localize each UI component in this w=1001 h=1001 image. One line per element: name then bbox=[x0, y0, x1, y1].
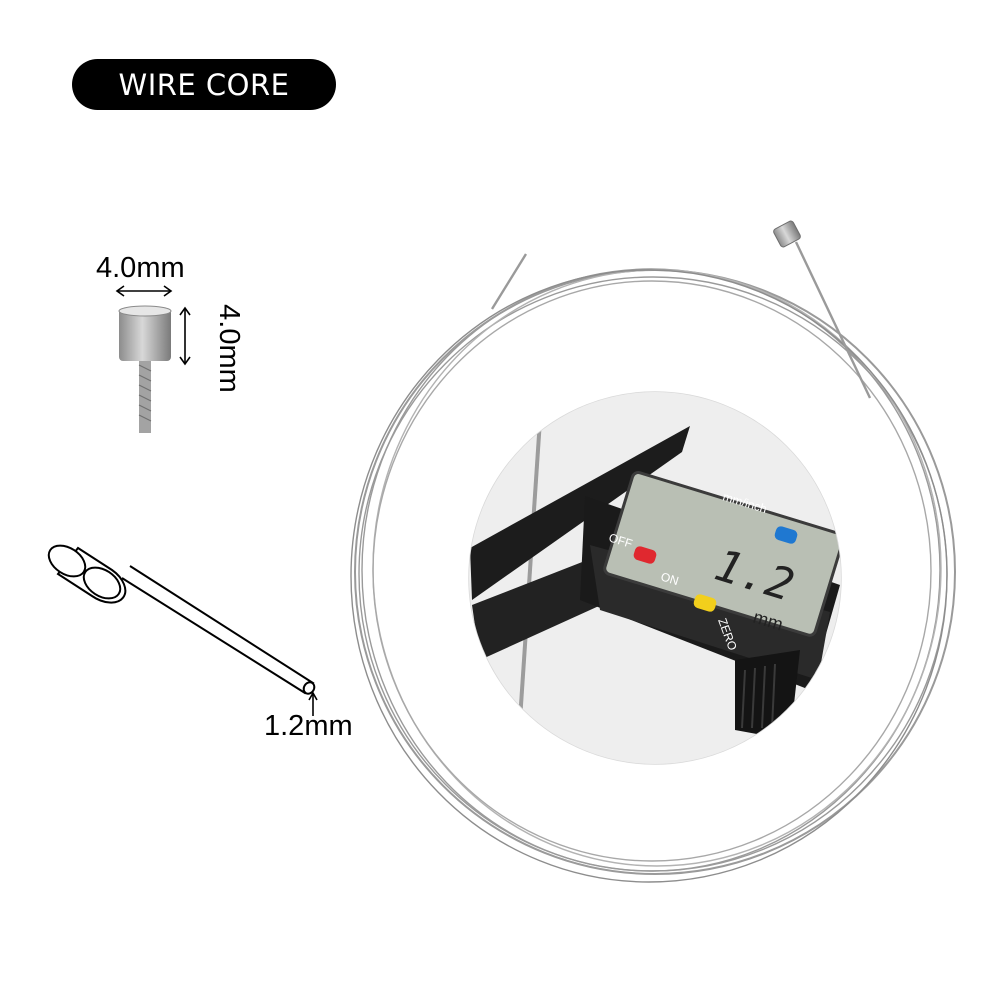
caliper-inset: mm/inch OFF ON ZERO 1.2 mm bbox=[468, 391, 842, 765]
caliper-off-label: OFF bbox=[607, 530, 634, 550]
cable-head-photo bbox=[118, 305, 172, 433]
wire-diameter-label: 1.2mm bbox=[264, 710, 353, 742]
width-arrow bbox=[115, 285, 173, 297]
head-height-label: 4.0mm bbox=[212, 304, 245, 393]
caliper-on-label: ON bbox=[659, 569, 680, 588]
wire-end-head bbox=[773, 220, 801, 248]
diameter-arrow bbox=[308, 691, 318, 716]
wire-ends bbox=[490, 241, 872, 399]
wire-core-badge: WIRE CORE bbox=[72, 59, 336, 110]
coiled-wire bbox=[350, 268, 956, 883]
head-width-label: 4.0mm bbox=[96, 252, 185, 284]
cable-end-diagram bbox=[47, 544, 316, 695]
height-arrow bbox=[179, 306, 191, 366]
badge-title: WIRE CORE bbox=[118, 67, 290, 102]
